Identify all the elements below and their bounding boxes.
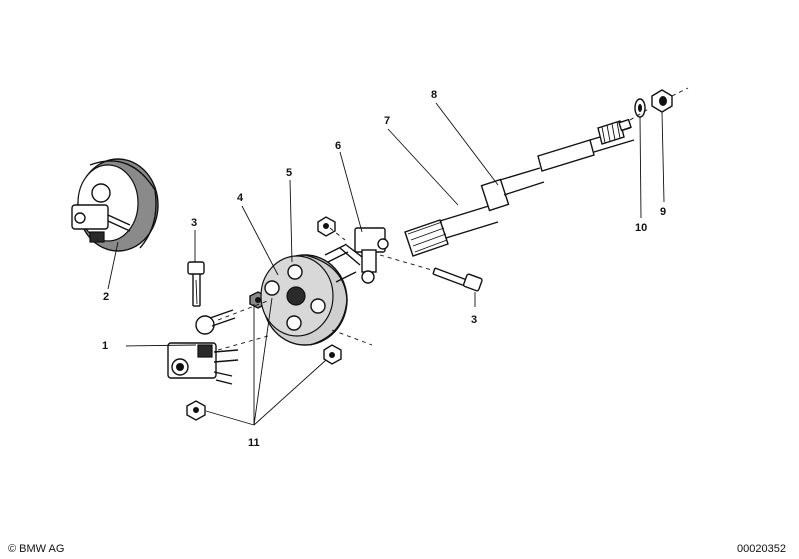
- callout-3-left: 3: [191, 217, 197, 229]
- part-7-steering-shaft[interactable]: [404, 167, 545, 257]
- part-11-nut-small-3[interactable]: [186, 400, 206, 421]
- part-1-joint-yoke[interactable]: [167, 309, 239, 385]
- part-11-nut-small-4[interactable]: [317, 216, 336, 237]
- callout-8: 8: [431, 89, 437, 101]
- callout-5: 5: [286, 167, 292, 179]
- callout-1: 1: [102, 340, 108, 352]
- callout-9: 9: [660, 206, 666, 218]
- callout-7: 7: [384, 115, 390, 127]
- part-3-bolt-right[interactable]: [432, 267, 483, 292]
- callout-6: 6: [335, 140, 341, 152]
- callout-labels: 1 2 3 3 4 5 6 7 8 9 10 11: [102, 89, 666, 449]
- part-5-flexible-disc[interactable]: [260, 254, 348, 346]
- part-11-nut-small-2[interactable]: [323, 344, 342, 365]
- part-3-bolt-left[interactable]: [187, 261, 205, 307]
- part-6-upper-yoke[interactable]: [324, 227, 389, 284]
- callout-3-right: 3: [471, 314, 477, 326]
- copyright-text: © BMW AG: [8, 543, 64, 555]
- callout-4: 4: [237, 192, 244, 204]
- leader-lines: [107, 102, 665, 426]
- callout-2: 2: [103, 291, 109, 303]
- diagram-number: 00020352: [737, 543, 786, 555]
- callout-10: 10: [635, 222, 647, 234]
- part-8-upper-shaft[interactable]: [537, 118, 635, 172]
- part-2-coupling-housing[interactable]: [71, 158, 159, 252]
- callout-11: 11: [248, 437, 260, 449]
- part-9-nut[interactable]: [651, 89, 673, 113]
- assembly-axis-lines: [217, 87, 689, 351]
